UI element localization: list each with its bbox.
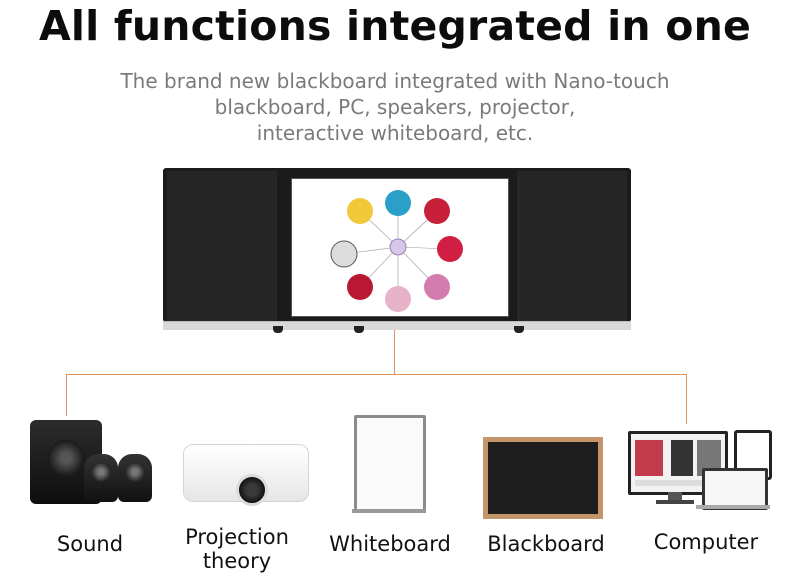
monitor-base: [656, 500, 694, 504]
connector-line: [394, 330, 395, 374]
connector-line: [66, 374, 67, 416]
subtitle-line: blackboard, PC, speakers, projector,: [214, 95, 576, 119]
sound-label: Sound: [56, 532, 124, 556]
board-foot: [354, 326, 364, 333]
cell-diagram-image: [330, 190, 463, 312]
subtitle-line: interactive whiteboard, etc.: [256, 121, 534, 145]
subtitle-line: The brand new blackboard integrated with…: [120, 69, 670, 93]
laptop-base: [696, 505, 770, 509]
speaker-cone: [91, 462, 111, 482]
projection-label: Projection theory: [170, 525, 304, 573]
speaker-cone: [125, 462, 145, 482]
board-foot: [514, 326, 524, 333]
page-subtitle: The brand new blackboard integrated with…: [0, 68, 790, 146]
whiteboard-tray: [352, 509, 426, 513]
blackboard-label: Blackboard: [487, 532, 605, 556]
computer-label: Computer: [653, 530, 759, 554]
blackboard-icon: [483, 437, 603, 519]
whiteboard-label: Whiteboard: [329, 532, 451, 556]
monitor-stand: [668, 492, 682, 500]
projection-label-line: theory: [202, 549, 272, 573]
board-right-panel: [517, 171, 627, 322]
computer-icon: [628, 431, 728, 495]
smart-blackboard-image: [163, 168, 631, 322]
projector-lens: [236, 474, 268, 506]
board-screen: [291, 178, 509, 317]
board-left-panel: [167, 171, 277, 322]
board-chalk-rail: [163, 321, 631, 330]
laptop-icon: [702, 468, 768, 510]
whiteboard-icon: [354, 415, 426, 513]
page-title: All functions integrated in one: [38, 2, 752, 50]
board-foot: [273, 326, 283, 333]
connector-line: [686, 374, 687, 424]
speaker-cone: [48, 440, 84, 476]
connector-line: [66, 374, 686, 375]
projection-label-line: Projection: [185, 525, 289, 549]
